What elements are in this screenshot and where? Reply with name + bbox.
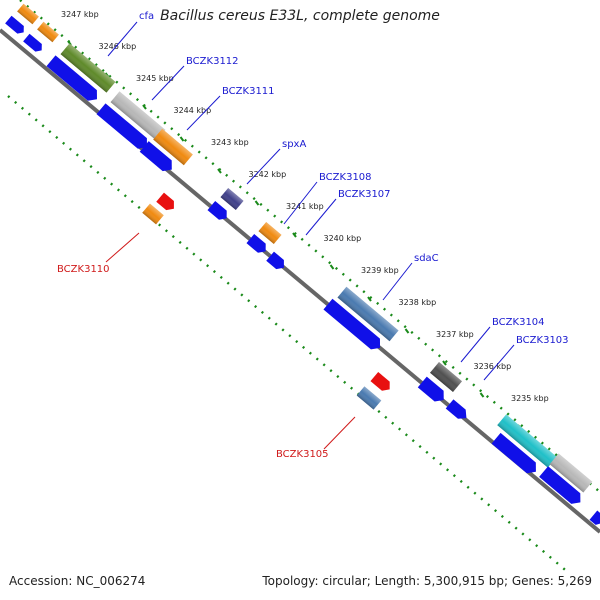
ruler-tick-label: 3236 kbp <box>474 362 512 371</box>
cds-arrow-blue[interactable] <box>266 251 288 273</box>
gene-label-cfa[interactable]: cfa <box>139 11 154 22</box>
cds-arrow-blue[interactable] <box>417 376 448 406</box>
ruler-tick <box>179 136 185 142</box>
cds-arrow-blue[interactable] <box>46 55 102 104</box>
gene-label-bczk3107[interactable]: BCZK3107 <box>338 189 391 200</box>
ruler-tick-label: 3237 kbp <box>436 330 474 339</box>
gene-label-bczk3110[interactable]: BCZK3110 <box>57 264 110 275</box>
cds-arrow-blue[interactable] <box>491 432 541 477</box>
gene-labels: cfa BCZK3112 BCZK3111 spxA BCZK3108 BCZK… <box>57 11 569 460</box>
cds-arrow-blue[interactable] <box>539 466 585 508</box>
ruler-tick <box>292 232 297 238</box>
ruler-tick-label: 3247 kbp <box>61 10 99 19</box>
ruler-tick-label: 3240 kbp <box>324 234 362 243</box>
gene-label-spxa[interactable]: spxA <box>282 139 306 150</box>
rna-arrow-red[interactable] <box>156 192 178 214</box>
ruler-tick-label: 3239 kbp <box>361 266 399 275</box>
gene-label-bczk3111[interactable]: BCZK3111 <box>222 86 275 97</box>
ruler-tick-label: 3244 kbp <box>174 106 212 115</box>
ruler-line-lower <box>7 95 571 575</box>
ruler-tick <box>217 168 222 174</box>
ruler-tick-label: 3242 kbp <box>249 170 287 179</box>
ruler-tick-label: 3243 kbp <box>211 138 249 147</box>
ruler-tick-label: 3241 kbp <box>286 202 324 211</box>
callout-lines <box>105 21 515 450</box>
ruler-tick-label: 3246 kbp <box>99 42 137 51</box>
rna-arrow-red[interactable] <box>370 371 393 394</box>
cds-arrow-blue[interactable] <box>246 233 269 256</box>
gene-label-bczk3108[interactable]: BCZK3108 <box>319 172 372 183</box>
cds-arrow-blue[interactable] <box>5 15 27 37</box>
cds-arrow-blue[interactable] <box>23 33 45 55</box>
ruler-tick <box>329 264 335 270</box>
ruler-ticks: 3247 kbp 3246 kbp 3245 kbp 3244 kbp 3243 kbp… <box>61 10 549 430</box>
cds-arrow-blue[interactable] <box>96 103 152 152</box>
gene-label-bczk3104[interactable]: BCZK3104 <box>492 317 545 328</box>
cds-arrow-blue[interactable] <box>323 298 384 353</box>
ruler-tick <box>367 296 372 302</box>
ruler-tick-label: 3235 kbp <box>511 394 549 403</box>
accession-label: Accession: NC_006274 <box>9 574 146 588</box>
ruler-tick-label: 3238 kbp <box>399 298 437 307</box>
gene-features <box>5 3 600 525</box>
cds-arrow-blue[interactable] <box>139 141 177 175</box>
ruler-tick <box>404 328 410 334</box>
cds-arrow-blue[interactable] <box>445 399 471 422</box>
ruler-tick <box>479 392 485 398</box>
ruler-line-upper <box>19 0 600 493</box>
gene-label-sdac[interactable]: sdaC <box>414 253 439 264</box>
ruler-tick <box>442 360 447 366</box>
genome-title: Bacillus cereus E33L, complete genome <box>160 8 440 24</box>
ruler-tick-label: 3245 kbp <box>136 74 174 83</box>
ruler-tick <box>142 104 147 110</box>
ruler-tick <box>254 200 260 206</box>
gene-label-bczk3105[interactable]: BCZK3105 <box>276 449 329 460</box>
gene-label-bczk3103[interactable]: BCZK3103 <box>516 335 569 346</box>
cds-arrow-blue[interactable] <box>207 200 230 223</box>
gene-label-bczk3112[interactable]: BCZK3112 <box>186 56 239 67</box>
topology-label: Topology: circular; Length: 5,300,915 bp… <box>262 574 592 588</box>
